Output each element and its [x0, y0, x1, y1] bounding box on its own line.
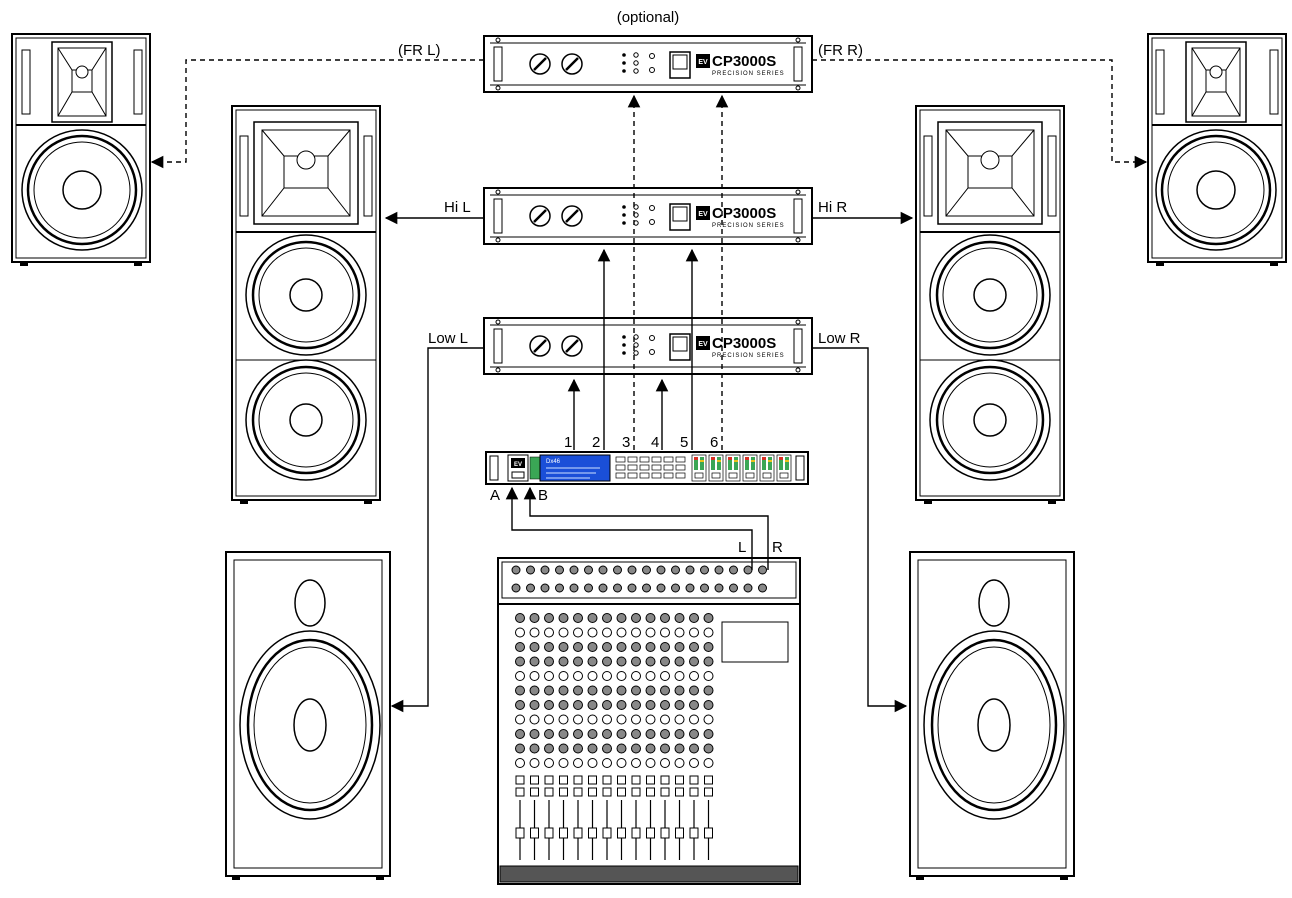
- fr-left-label: (FR L): [398, 42, 441, 59]
- output-number: 3: [622, 434, 630, 451]
- speaker-processor: EV Dx46: [485, 451, 809, 485]
- signal-wiring: [150, 59, 1148, 713]
- amp-model: CP3000S: [712, 205, 776, 222]
- mixer-channel-strips: [511, 565, 779, 860]
- low-right-label: Low R: [818, 330, 861, 347]
- processor-output-numbers: 1 2 3 4 5 6: [564, 434, 718, 451]
- output-number: 4: [651, 434, 659, 451]
- optional-label: (optional): [617, 9, 680, 26]
- wire-fr-left: [150, 59, 484, 169]
- input-b-label: B: [538, 487, 548, 504]
- main-speaker-left: [231, 105, 381, 504]
- mixer-l-label: L: [738, 539, 746, 556]
- output-number: 1: [564, 434, 572, 451]
- processor-meters: [691, 454, 792, 482]
- subwoofer-left: [225, 551, 391, 880]
- amp-badge: EV: [698, 59, 708, 66]
- amp-model: CP3000S: [712, 335, 776, 352]
- subwoofer-right: [909, 551, 1075, 880]
- processor-model: Dx46: [546, 459, 561, 465]
- hi-left-label: Hi L: [444, 199, 471, 216]
- amp-badge: EV: [698, 211, 708, 218]
- wire-low-left: [390, 347, 484, 713]
- wire-fr-right: [812, 59, 1148, 169]
- main-speaker-right: [915, 105, 1065, 504]
- amp-subtitle: PRECISION SERIES: [712, 353, 785, 359]
- input-a-label: A: [490, 487, 500, 504]
- amp-badge: EV: [698, 341, 708, 348]
- fill-speaker-left: [11, 33, 151, 266]
- amp-subtitle: PRECISION SERIES: [712, 71, 785, 77]
- amp-subtitle: PRECISION SERIES: [712, 223, 785, 229]
- processor-keypad: [615, 456, 686, 479]
- wire-in-b: [523, 486, 769, 570]
- amp-model: CP3000S: [712, 53, 776, 70]
- mixing-console: [497, 557, 801, 885]
- hi-right-label: Hi R: [818, 199, 847, 216]
- wire-in-a: [505, 486, 753, 570]
- fill-speaker-right: [1147, 33, 1287, 266]
- fr-right-label: (FR R): [818, 42, 863, 59]
- output-number: 6: [710, 434, 718, 451]
- output-number: 2: [592, 434, 600, 451]
- mixer-r-label: R: [772, 539, 783, 556]
- wire-low-right: [812, 347, 908, 713]
- low-left-label: Low L: [428, 330, 468, 347]
- processor-badge: EV: [514, 462, 522, 468]
- output-number: 5: [680, 434, 688, 451]
